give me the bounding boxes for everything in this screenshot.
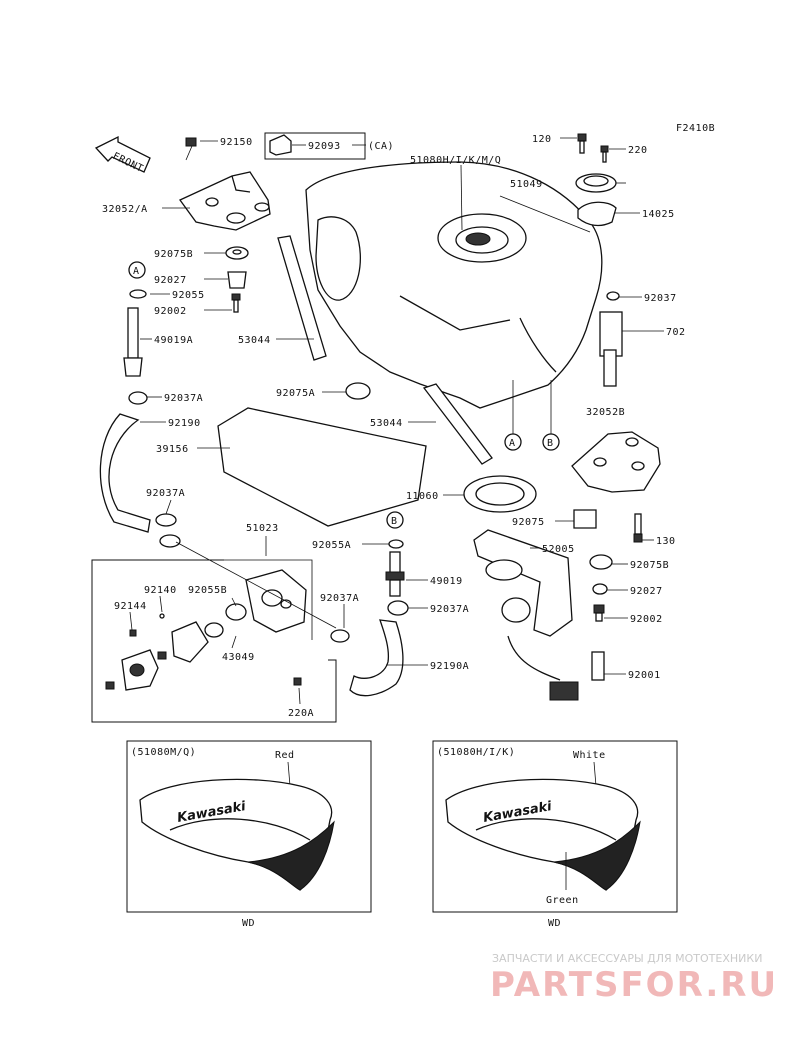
- label-92002-lower: 92002: [630, 614, 663, 625]
- label-53044-lower: 53044: [370, 418, 403, 429]
- label-52005: 52005: [542, 544, 575, 555]
- panel-color-white: White: [573, 750, 606, 761]
- fuel-cock-51023: [105, 541, 337, 691]
- label-92037a-upper: 92037A: [164, 393, 203, 404]
- fuel-pump-52005: [473, 529, 579, 701]
- watermark-tagline: ЗАПЧАСТИ И АКСЕССУАРЫ ДЛЯ МОТОТЕХНИКИ: [492, 952, 762, 965]
- label-92150: 92150: [220, 137, 253, 148]
- label-14025: 14025: [642, 209, 675, 220]
- label-92055b: 92055B: [188, 585, 227, 596]
- panel-color-red: Red: [275, 750, 295, 761]
- filler-cap: [575, 133, 617, 227]
- bracket-32052a: [179, 137, 271, 231]
- grommet-92075a: [345, 382, 371, 400]
- label-92037a-right: 92037A: [430, 604, 469, 615]
- bracket-32052b: [571, 291, 661, 681]
- panel-model-white: (51080H/I/K): [437, 747, 515, 758]
- label-220a: 220A: [288, 708, 314, 719]
- label-130: 130: [656, 536, 676, 547]
- label-92075b-upper: 92075B: [154, 249, 193, 260]
- rubber-strip-53044-upper: [277, 235, 327, 361]
- color-panel-red: (51080M/Q) Red Kawasaki WD: [126, 740, 372, 929]
- fuel-cock-frame: [91, 559, 337, 723]
- label-43049: 43049: [222, 652, 255, 663]
- callout-b-fitting: B: [391, 516, 398, 527]
- callout-a-left: A: [133, 266, 140, 277]
- label-92190a: 92190A: [430, 661, 469, 672]
- left-small-parts: [99, 246, 249, 548]
- label-51080: 51080H/I/K/M/Q: [410, 155, 501, 166]
- label-92144: 92144: [114, 601, 147, 612]
- callout-b-tank: B: [547, 438, 554, 449]
- panel-frame-white: [432, 740, 678, 913]
- label-92037: 92037: [644, 293, 677, 304]
- leader-lines: [129, 137, 664, 705]
- panel-model-red: (51080M/Q): [131, 747, 196, 758]
- panel-footer-red: WD: [242, 918, 255, 929]
- filter-pad-39156: [217, 407, 427, 527]
- label-53044-upper: 53044: [238, 335, 271, 346]
- label-92002-upper: 92002: [154, 306, 187, 317]
- label-92055: 92055: [172, 290, 205, 301]
- label-51023: 51023: [246, 523, 279, 534]
- label-92037a-left: 92037A: [146, 488, 185, 499]
- label-49019: 49019: [430, 576, 463, 587]
- label-92140: 92140: [144, 585, 177, 596]
- label-220: 220: [628, 145, 648, 156]
- label-ca: (CA): [368, 141, 394, 152]
- watermark: ЗАПЧАСТИ И АКСЕССУАРЫ ДЛЯ МОТОТЕХНИКИ PA…: [490, 952, 778, 1005]
- label-92027-upper: 92027: [154, 275, 187, 286]
- callout-a-tank: A: [509, 438, 516, 449]
- panel-frame-red: [126, 740, 372, 913]
- label-49019a: 49019A: [154, 335, 193, 346]
- color-panel-white-green: (51080H/I/K) White Kawasaki Green WD: [432, 740, 678, 929]
- part-box-92093: [264, 132, 366, 160]
- label-92190: 92190: [168, 418, 201, 429]
- label-39156: 39156: [156, 444, 189, 455]
- watermark-brand: PARTSFOR.RU: [490, 965, 778, 1005]
- figure-code: F2410B: [676, 123, 715, 134]
- label-92001: 92001: [628, 670, 661, 681]
- label-120: 120: [532, 134, 552, 145]
- label-51049: 51049: [510, 179, 543, 190]
- panel-color-green: Green: [546, 895, 579, 906]
- part-labels: 92150 92093 (CA) 51080H/I/K/M/Q 120 220 …: [102, 134, 686, 719]
- grommet-92093: [269, 134, 292, 156]
- panel-footer-white: WD: [548, 918, 561, 929]
- label-702: 702: [666, 327, 686, 338]
- label-92037a-mid: 92037A: [320, 593, 359, 604]
- label-92027-lower: 92027: [630, 586, 663, 597]
- label-11060: 11060: [406, 491, 439, 502]
- hose-92190a: [330, 539, 409, 697]
- fuel-tank: [305, 161, 603, 409]
- label-32052a: 32052/A: [102, 204, 148, 215]
- label-92093: 92093: [308, 141, 341, 152]
- gasket-11060: [463, 475, 537, 513]
- callout-bubbles: A A B B: [128, 261, 560, 529]
- label-92055a: 92055A: [312, 540, 351, 551]
- front-arrow-icon: FRONT: [94, 135, 151, 175]
- label-32052b: 32052B: [586, 407, 625, 418]
- label-92075: 92075: [512, 517, 545, 528]
- label-92075a: 92075A: [276, 388, 315, 399]
- label-92075b-lower: 92075B: [630, 560, 669, 571]
- rubber-strip-53044-lower: [422, 383, 493, 465]
